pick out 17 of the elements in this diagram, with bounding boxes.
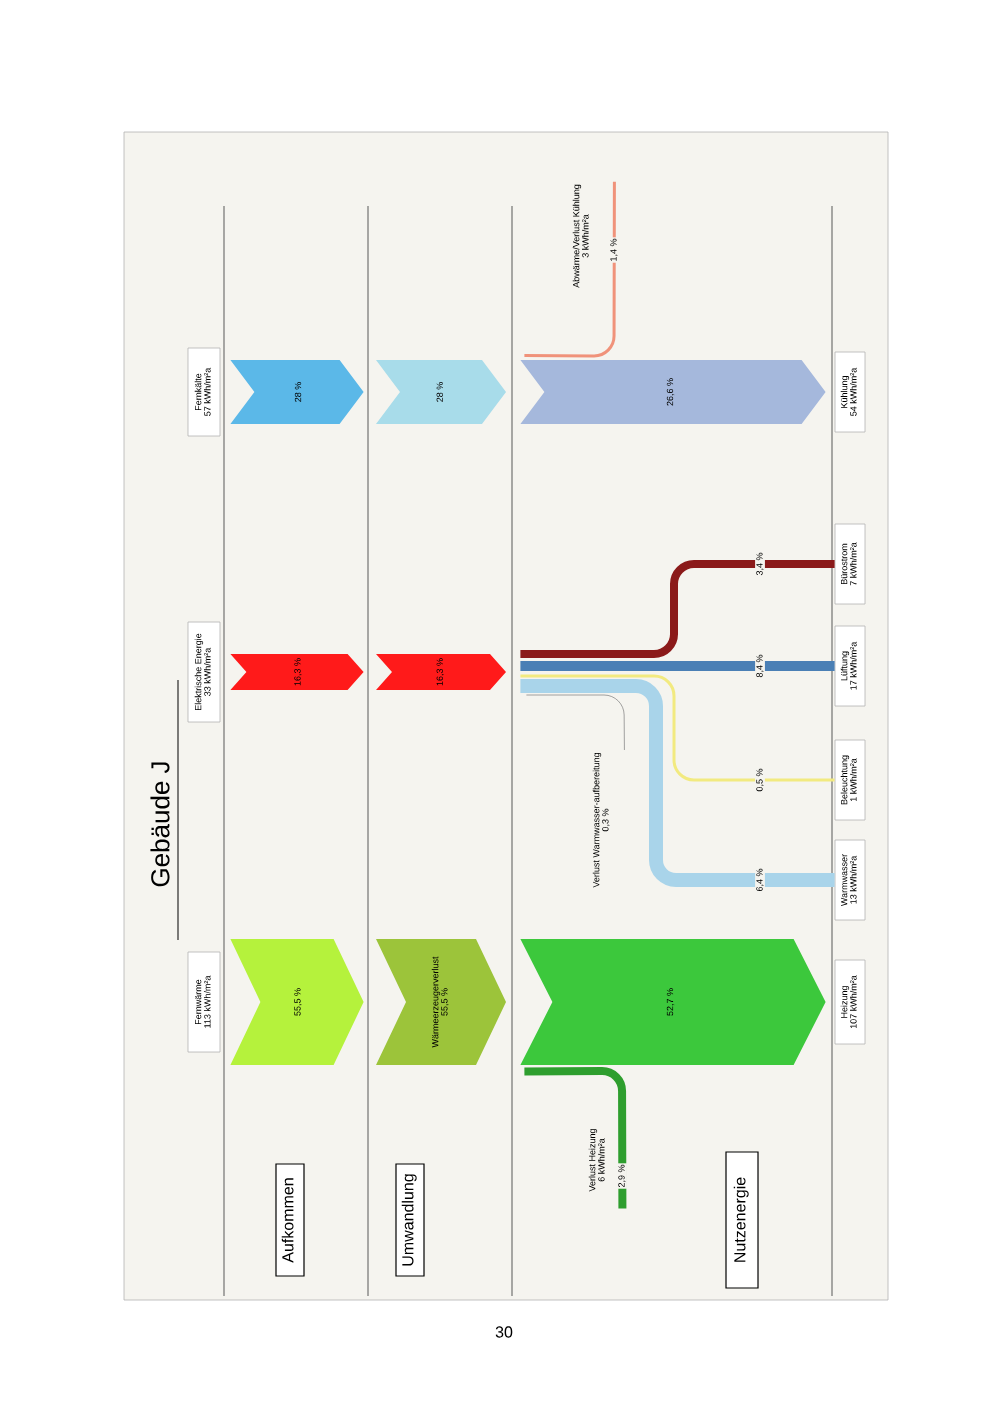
flow-line bbox=[524, 1067, 627, 1209]
row-heading-box: Aufkommen bbox=[275, 1163, 305, 1277]
flow-line bbox=[520, 679, 835, 887]
flow-line bbox=[526, 694, 625, 751]
row-heading-box: Nutzenergie bbox=[725, 1151, 759, 1289]
chevron-arrow bbox=[520, 360, 826, 424]
title: Gebäude J bbox=[150, 762, 170, 887]
flow-line bbox=[520, 661, 835, 671]
chevron-arrow bbox=[230, 654, 364, 690]
flow-line bbox=[524, 181, 616, 358]
flow-line bbox=[520, 560, 835, 658]
flow-line bbox=[520, 674, 835, 782]
page-number: 30 bbox=[495, 1326, 513, 1338]
chevron-arrow bbox=[230, 939, 364, 1065]
row-heading-box: Umwandlung bbox=[395, 1163, 425, 1277]
chevron-arrow bbox=[520, 939, 826, 1065]
chevron-arrow bbox=[230, 360, 364, 424]
